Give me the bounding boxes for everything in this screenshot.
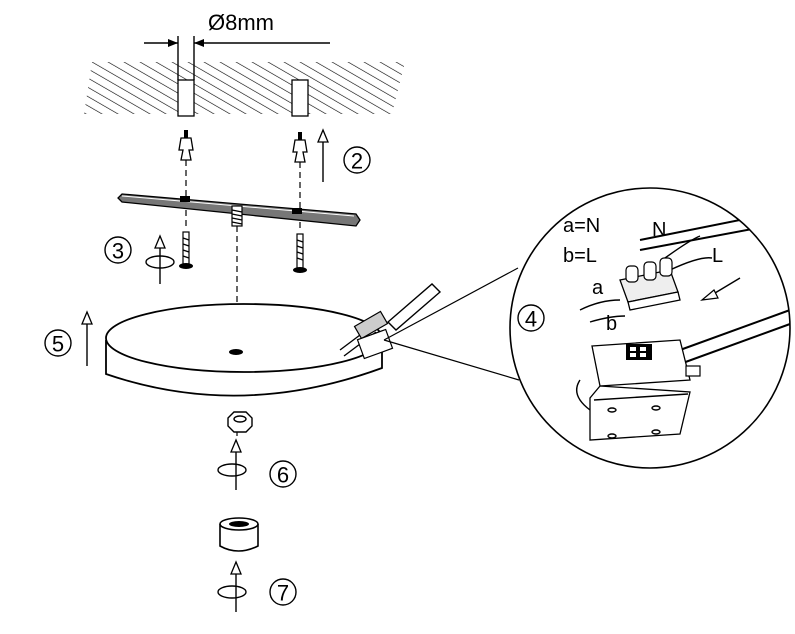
wire-l-label: L bbox=[712, 245, 723, 267]
step-3-circle bbox=[104, 236, 132, 264]
step-5-circle bbox=[44, 329, 72, 357]
detail-callout-lines bbox=[383, 267, 520, 381]
wire-n-label: N bbox=[652, 219, 666, 241]
wire-b-label: b bbox=[606, 313, 617, 335]
step-7-label: 7 bbox=[277, 581, 289, 606]
step-6-label: 6 bbox=[277, 463, 289, 488]
drill-dimension: Ø8mm bbox=[144, 10, 330, 80]
hex-nut bbox=[227, 411, 253, 433]
rotate-icon bbox=[217, 438, 247, 490]
lamp-cable bbox=[339, 283, 442, 360]
legend-b: b=L bbox=[563, 245, 597, 267]
step-5-label: 5 bbox=[52, 332, 64, 357]
screw-right bbox=[293, 233, 307, 273]
step-3-label: 3 bbox=[112, 239, 124, 264]
wiring-detail: a=N b=L N L a b 4 bbox=[509, 187, 791, 469]
lamp-body bbox=[105, 303, 383, 397]
wall-plug-left bbox=[178, 130, 194, 161]
legend-a: a=N bbox=[563, 215, 600, 237]
screw-left bbox=[179, 231, 193, 269]
step-4-label: 4 bbox=[525, 307, 537, 332]
wall-plug-right bbox=[292, 132, 308, 163]
step-7-circle bbox=[269, 578, 297, 606]
wire-a-label: a bbox=[592, 277, 604, 299]
decorative-cap bbox=[219, 517, 259, 552]
step-4-circle bbox=[517, 304, 545, 332]
dimension-label: Ø8mm bbox=[208, 10, 274, 35]
step-2-circle bbox=[343, 146, 371, 174]
threaded-stud bbox=[231, 205, 243, 227]
ceiling bbox=[84, 62, 405, 117]
rotate-icon bbox=[217, 560, 247, 612]
arrow-up-icon bbox=[317, 128, 329, 182]
rotate-icon bbox=[145, 234, 175, 284]
step-2-label: 2 bbox=[351, 149, 363, 174]
arrow-up-icon bbox=[81, 310, 93, 366]
step-6-circle bbox=[269, 460, 297, 488]
